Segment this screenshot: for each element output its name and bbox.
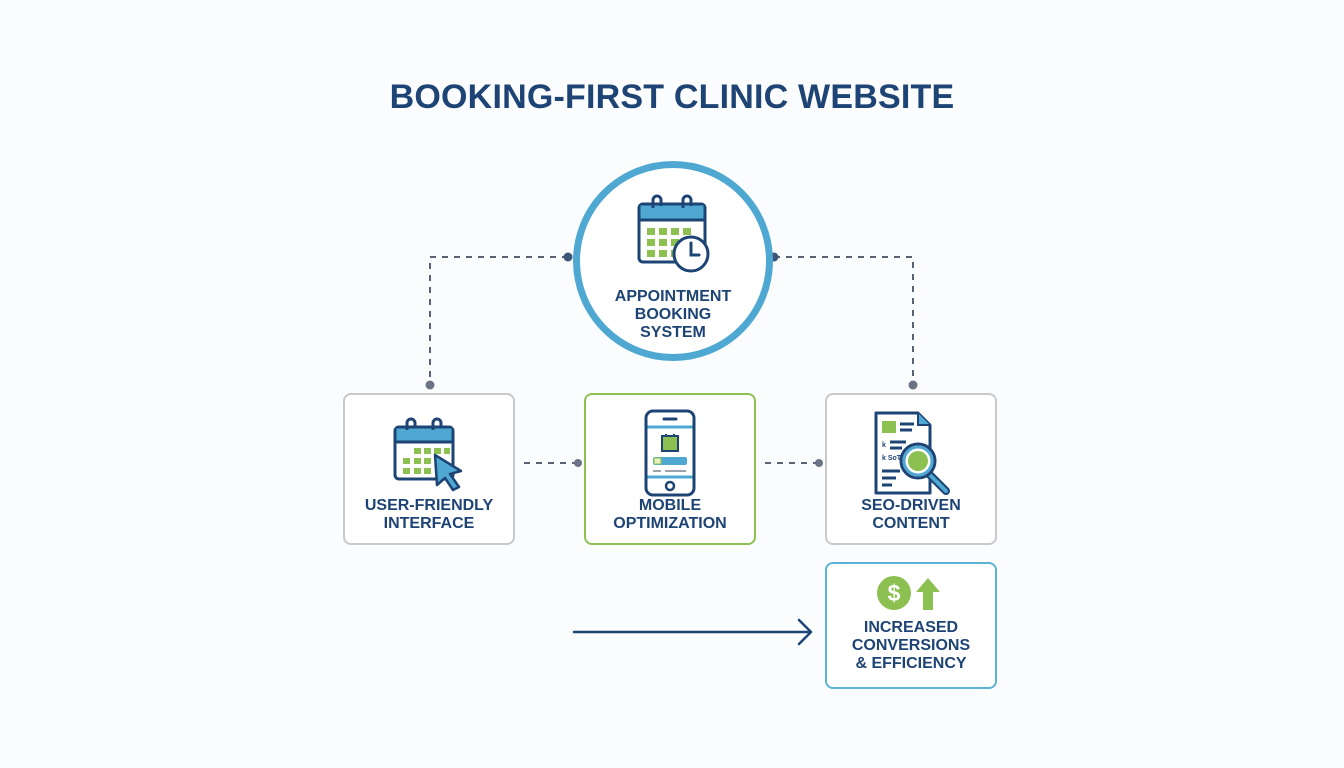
connector-dot [574,459,582,467]
smartphone-icon [644,409,696,497]
card-label: INCREASED CONVERSIONS & EFFICIENCY [851,619,971,672]
card-seo-driven-content: k k SoT SEO-DRIVEN CONTENT [825,393,997,545]
document-search-icon: k k SoT [874,411,950,495]
card-label: USER-FRIENDLY INTERFACE [364,497,494,532]
card-user-friendly-interface: USER-FRIENDLY INTERFACE [343,393,515,545]
connector-dot [563,252,573,262]
hub-label: APPOINTMENT BOOKING SYSTEM [614,288,732,341]
svg-text:k: k [882,442,886,449]
connector-hub-to-ui [429,256,568,384]
connector-hub-to-seo [774,256,914,384]
dollar-icon: $ [877,576,911,610]
card-increased-conversions: $ INCREASED CONVERSIONS & EFFICIENCY [825,562,997,689]
result-arrow [572,618,813,646]
card-label: MOBILE OPTIMIZATION [613,497,727,532]
svg-text:$: $ [888,580,901,606]
connector-dot [815,459,823,467]
arrow-up-icon [916,578,940,610]
diagram-title: BOOKING-FIRST CLINIC WEBSITE [389,78,955,116]
hub-appointment-booking-system: APPOINTMENT BOOKING SYSTEM [573,161,773,361]
connector-dot [908,380,918,390]
conversion-growth-icon: $ [877,576,940,610]
svg-text:k SoT: k SoT [882,455,902,462]
calendar-clock-icon [637,194,710,273]
calendar-cursor-icon [393,417,463,492]
card-label: SEO-DRIVEN CONTENT [861,497,961,532]
connector-dot [425,380,435,390]
card-mobile-optimization: MOBILE OPTIMIZATION [584,393,756,545]
